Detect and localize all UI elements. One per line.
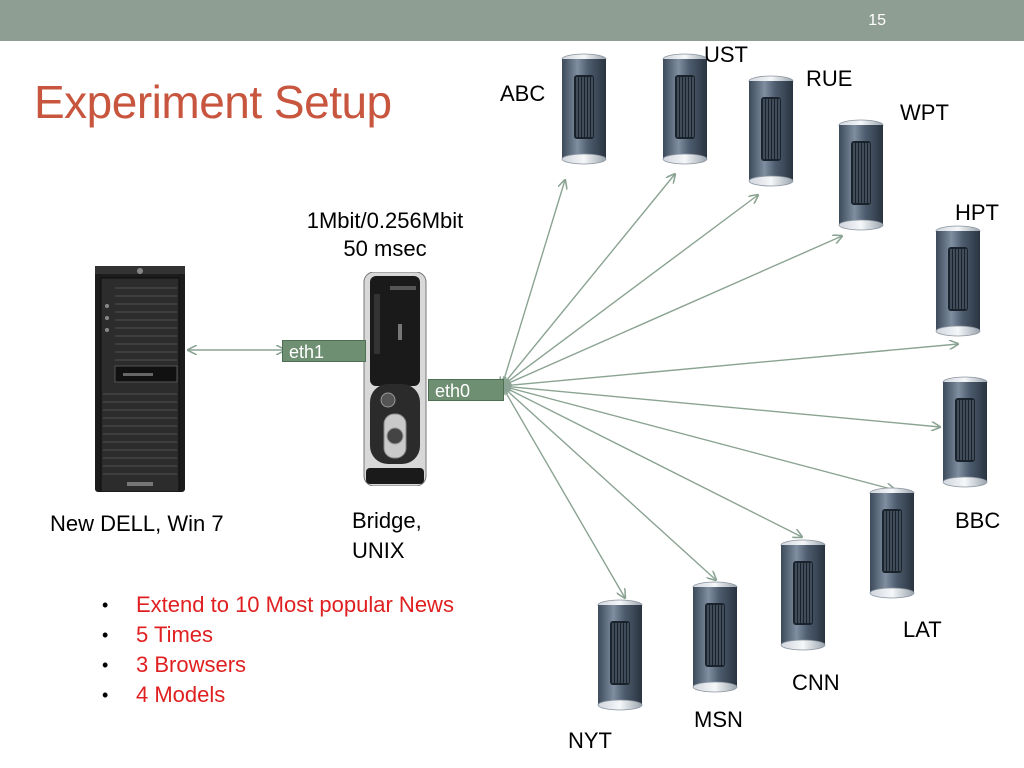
link-hpt	[502, 344, 958, 386]
bridge-label-line2: UNIX	[352, 538, 405, 563]
server-lat-icon	[869, 486, 915, 604]
bullet-list: Extend to 10 Most popular News 5 Times 3…	[102, 590, 466, 710]
server-wpt-icon	[838, 118, 884, 236]
link-lat	[502, 386, 895, 490]
server-label-cnn: CNN	[792, 670, 840, 695]
server-cnn-icon	[780, 538, 826, 656]
server-label-bbc: BBC	[955, 508, 1001, 533]
link-bbc	[502, 386, 940, 427]
slide-number: 15	[868, 12, 886, 29]
server-label-abc: ABC	[500, 81, 546, 106]
server-abc-icon	[561, 52, 607, 170]
link-nyt	[502, 386, 625, 598]
bullet-item: 5 Times	[102, 620, 466, 650]
bullet-item: Extend to 10 Most popular News	[102, 590, 466, 620]
dell-label: New DELL, Win 7	[50, 511, 224, 536]
server-msn-icon	[692, 580, 738, 698]
server-label-wpt: WPT	[900, 100, 949, 125]
link-delay-label: 50 msec	[343, 236, 427, 261]
server-nyt-icon	[597, 598, 643, 716]
server-bbc-icon	[942, 375, 988, 493]
bridge-server-icon	[363, 272, 427, 486]
link-msn	[502, 386, 716, 580]
link-speed-label: 1Mbit/0.256Mbit	[306, 208, 464, 233]
server-rue-icon	[748, 74, 794, 192]
server-hpt-icon	[935, 224, 981, 342]
server-label-ust: UST	[704, 42, 748, 67]
server-label-rue: RUE	[806, 66, 853, 91]
slide-title: Experiment Setup	[34, 76, 392, 128]
link-abc	[502, 180, 565, 386]
bullet-item: 3 Browsers	[102, 650, 466, 680]
server-ust-icon	[662, 52, 708, 170]
server-label-hpt: HPT	[955, 200, 999, 225]
server-label-lat: LAT	[903, 617, 942, 642]
server-label-nyt: NYT	[568, 728, 612, 753]
eth0-interface: eth0	[428, 379, 504, 401]
dell-server-icon	[95, 266, 185, 492]
bridge-label-line1: Bridge,	[352, 508, 422, 533]
server-label-msn: MSN	[694, 707, 743, 732]
link-cnn	[502, 386, 802, 537]
eth1-interface: eth1	[282, 340, 366, 362]
bullet-item: 4 Models	[102, 680, 466, 710]
top-bar: 15	[0, 0, 1024, 41]
link-ust	[502, 174, 675, 386]
